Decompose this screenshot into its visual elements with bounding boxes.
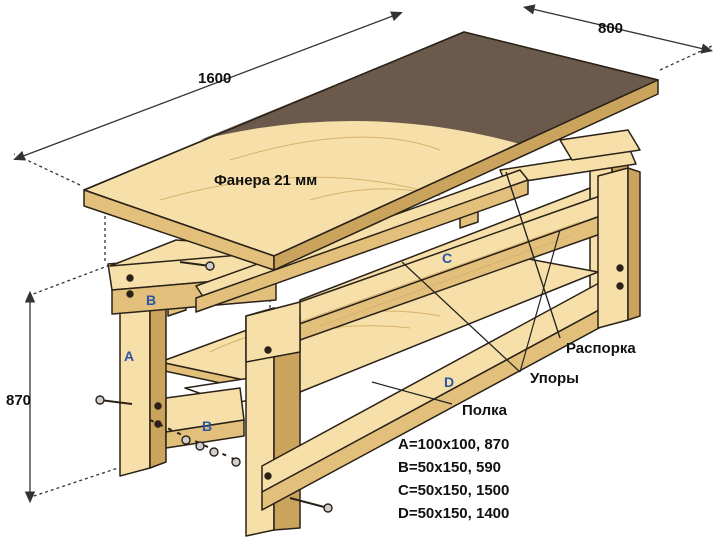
- leader-lines: [371, 171, 561, 405]
- part-c-label: C: [442, 250, 453, 266]
- width-dimension-line: [522, 4, 714, 54]
- stops-label: Упоры: [530, 370, 579, 387]
- height-dimension-label: 870: [6, 392, 32, 409]
- width-dimension-label: 800: [598, 20, 624, 37]
- part-a-label: A: [124, 348, 135, 364]
- spec-line: C=50x150, 1500: [398, 482, 510, 499]
- part-b-top-label: B: [146, 292, 157, 308]
- part-d-label: D: [444, 374, 455, 390]
- spec-line: B=50x150, 590: [398, 459, 502, 476]
- shelf-label: Полка: [462, 402, 507, 419]
- length-dimension-label: 1600: [198, 70, 232, 87]
- brace-label: Распорка: [566, 340, 636, 357]
- plywood-top: [83, 31, 659, 271]
- plywood-top-label: Фанера 21 мм: [214, 172, 318, 189]
- length-dimension-line: [13, 11, 403, 161]
- spec-line: A=100x100, 870: [398, 436, 510, 453]
- right-frame: [245, 129, 641, 537]
- spec-line: D=50x150, 1400: [398, 505, 510, 522]
- part-b-bottom-label: B: [202, 418, 213, 434]
- dimension-lines: [13, 4, 714, 504]
- bolts: [95, 261, 624, 513]
